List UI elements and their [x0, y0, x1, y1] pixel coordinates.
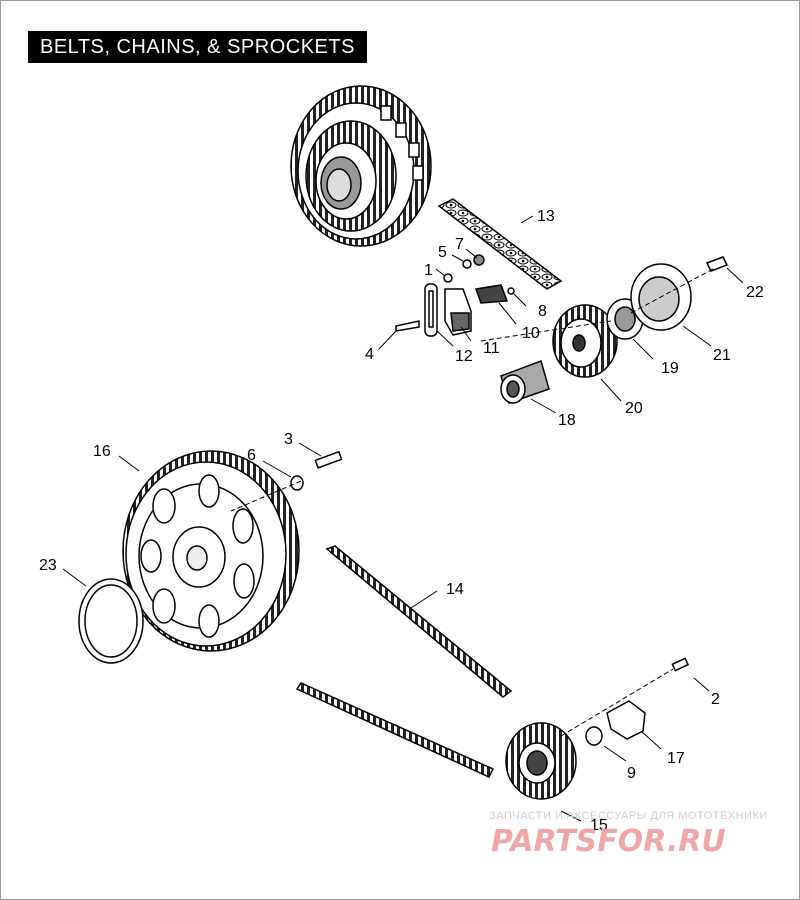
drive-belt: [295, 545, 513, 778]
callout-4: 4: [365, 346, 374, 363]
watermark-tagline: ЗАПЧАСТИ И АКСЕССУАРЫ ДЛЯ МОТОТЕХНИКИ: [489, 810, 768, 822]
callout-8: 8: [538, 303, 547, 320]
callout-5: 5: [438, 244, 447, 261]
leader-lines: [62, 215, 744, 822]
callout-9: 9: [627, 765, 636, 782]
callout-20: 20: [625, 400, 643, 417]
callout-16: 16: [93, 443, 111, 460]
callout-1: 1: [424, 262, 433, 279]
transmission-sprocket: [505, 722, 577, 800]
callout-11: 11: [483, 340, 500, 357]
primary-chain: [437, 198, 563, 290]
callout-19: 19: [661, 360, 679, 377]
sprocket-lock-plate: [585, 657, 690, 746]
callout-7: 7: [455, 236, 464, 253]
assembly-lines: [230, 268, 714, 737]
clutch-drum: [290, 85, 432, 247]
callout-6: 6: [247, 447, 256, 464]
callout-12: 12: [455, 348, 473, 365]
callout-3: 3: [284, 431, 293, 448]
watermark-logo: PARTSFOR.RU: [491, 824, 726, 859]
callout-2: 2: [711, 691, 720, 708]
callout-14: 14: [446, 581, 464, 598]
callout-10: 10: [522, 325, 540, 342]
rear-pulley: [122, 450, 300, 652]
callout-23: 23: [39, 557, 57, 574]
pulley-bolt: [290, 450, 343, 491]
watermark: ЗАПЧАСТИ И АКСЕССУАРЫ ДЛЯ МОТОТЕХНИКИ PA…: [489, 810, 768, 859]
pulley-ring: [78, 578, 144, 664]
callout-labels: 1 2 3 4 5 6 7 8 9 10 11 12 13 14 15 16 1…: [39, 208, 764, 834]
diagram-title: BELTS, CHAINS, & SPROCKETS: [28, 31, 367, 63]
callout-22: 22: [746, 284, 764, 301]
callout-13: 13: [537, 208, 555, 225]
callout-17: 17: [667, 750, 685, 767]
callout-18: 18: [558, 412, 576, 429]
callout-15: 15: [590, 817, 608, 834]
chain-adjuster-parts: [395, 254, 515, 337]
callout-21: 21: [713, 347, 731, 364]
